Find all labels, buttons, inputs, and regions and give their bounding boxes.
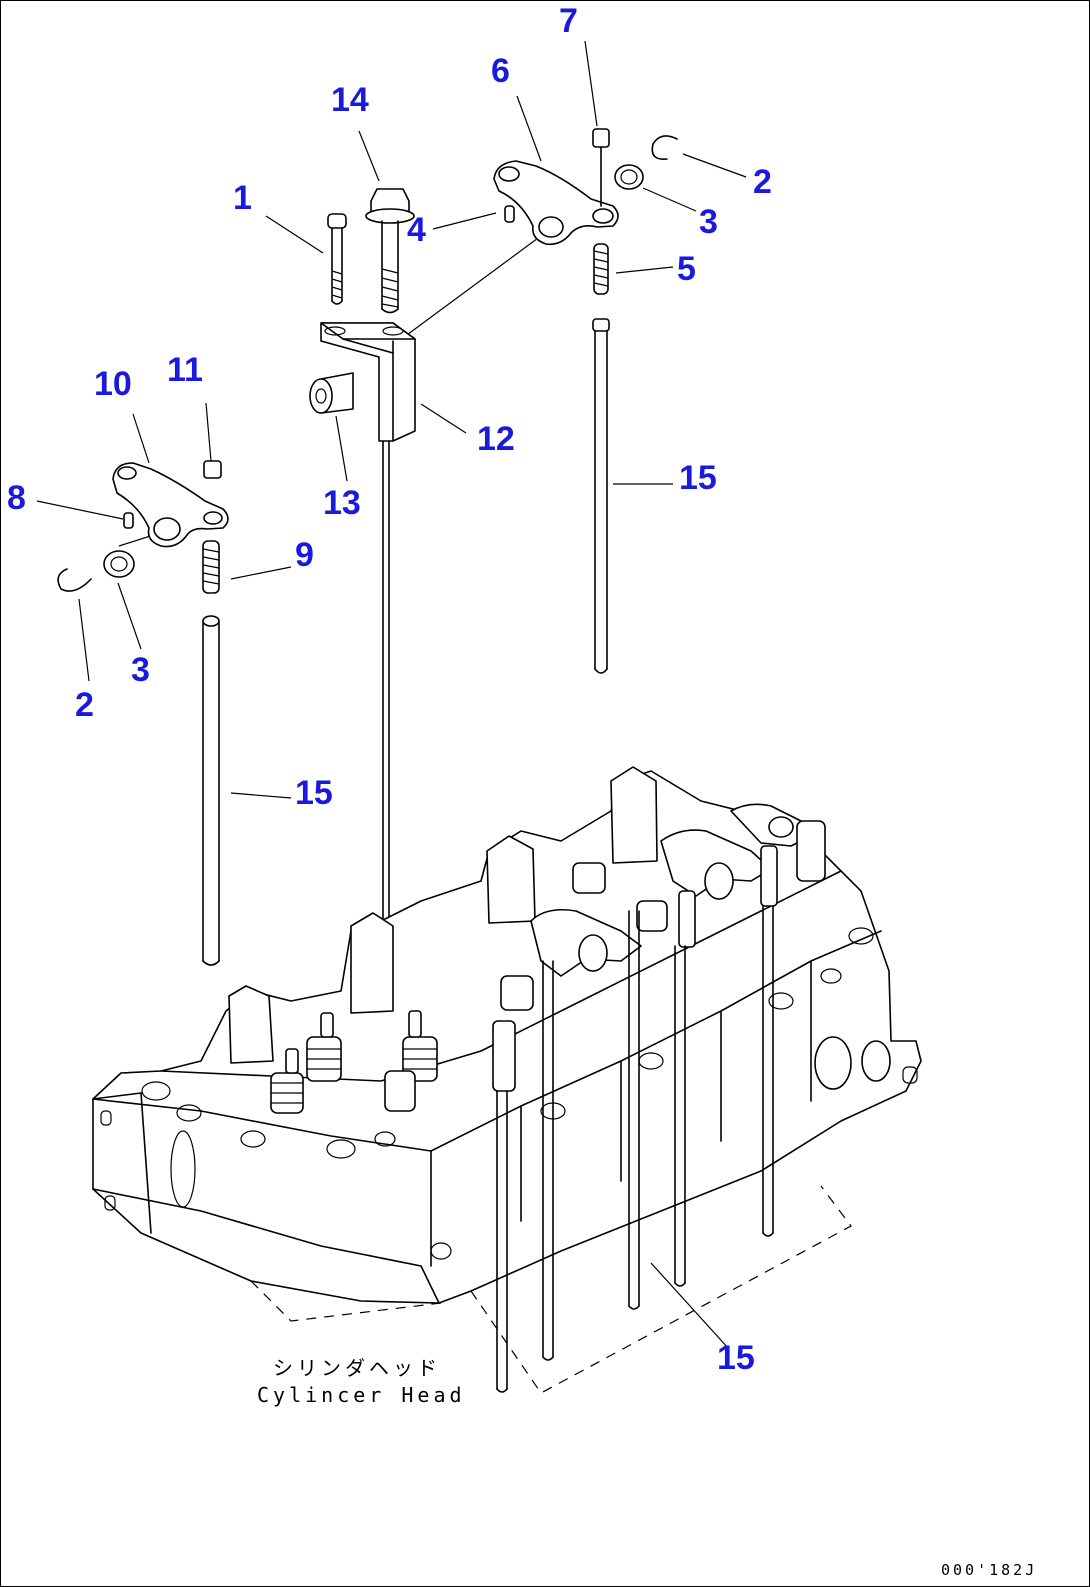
callout-12: 12 bbox=[477, 420, 515, 458]
valve-springs bbox=[270, 1010, 438, 1114]
callout-3-left: 3 bbox=[131, 651, 150, 689]
shaft-13 bbox=[309, 372, 354, 414]
shaft-support-12 bbox=[320, 322, 416, 442]
left-rocker-parts bbox=[57, 460, 229, 966]
adjust-screw-9 bbox=[202, 540, 220, 594]
callout-2-left: 2 bbox=[75, 686, 94, 724]
callout-7: 7 bbox=[559, 2, 578, 40]
drawing-code: 000'182J bbox=[941, 1561, 1038, 1579]
callout-3-right: 3 bbox=[699, 203, 718, 241]
callout-2-right: 2 bbox=[753, 163, 772, 201]
pin-4 bbox=[504, 205, 515, 223]
callout-11: 11 bbox=[167, 351, 203, 389]
installed-rockers bbox=[492, 803, 826, 1092]
caption-cylinder-head: Cylincer Head bbox=[257, 1383, 466, 1407]
callout-13: 13 bbox=[323, 484, 361, 522]
push-rod-15-left bbox=[202, 615, 220, 966]
snap-ring-2-left bbox=[57, 568, 92, 592]
nut-11 bbox=[203, 460, 222, 479]
callout-5: 5 bbox=[677, 250, 696, 288]
callout-8: 8 bbox=[7, 479, 26, 517]
washer-3-left bbox=[103, 550, 135, 578]
callout-6: 6 bbox=[491, 52, 510, 90]
cylinder-head-assembly bbox=[92, 766, 922, 1394]
callout-4: 4 bbox=[407, 211, 426, 249]
caption-japanese: シリンダヘッド bbox=[273, 1356, 441, 1380]
callout-10: 10 bbox=[94, 365, 132, 403]
callout-15-bottom: 15 bbox=[717, 1339, 755, 1377]
upper-rocker-parts bbox=[309, 128, 678, 1142]
callout-15-right: 15 bbox=[679, 459, 717, 497]
leader-lines bbox=[36, 40, 747, 1350]
rocker-arm-6 bbox=[493, 160, 619, 246]
push-rod-15-right bbox=[592, 318, 610, 674]
adjust-screw-5 bbox=[593, 243, 609, 295]
callout-15-left: 15 bbox=[295, 774, 333, 812]
callout-14: 14 bbox=[331, 81, 369, 119]
callout-1: 1 bbox=[233, 179, 252, 217]
washer-3 bbox=[614, 164, 644, 190]
snap-ring-2 bbox=[651, 135, 678, 161]
nut-7 bbox=[592, 128, 610, 207]
rocker-arm-10 bbox=[112, 462, 229, 548]
bolt-14 bbox=[365, 188, 415, 314]
bolt-1 bbox=[327, 213, 347, 305]
callout-9: 9 bbox=[295, 536, 314, 574]
installed-push-rods bbox=[496, 905, 774, 1393]
pin-8 bbox=[123, 512, 134, 529]
